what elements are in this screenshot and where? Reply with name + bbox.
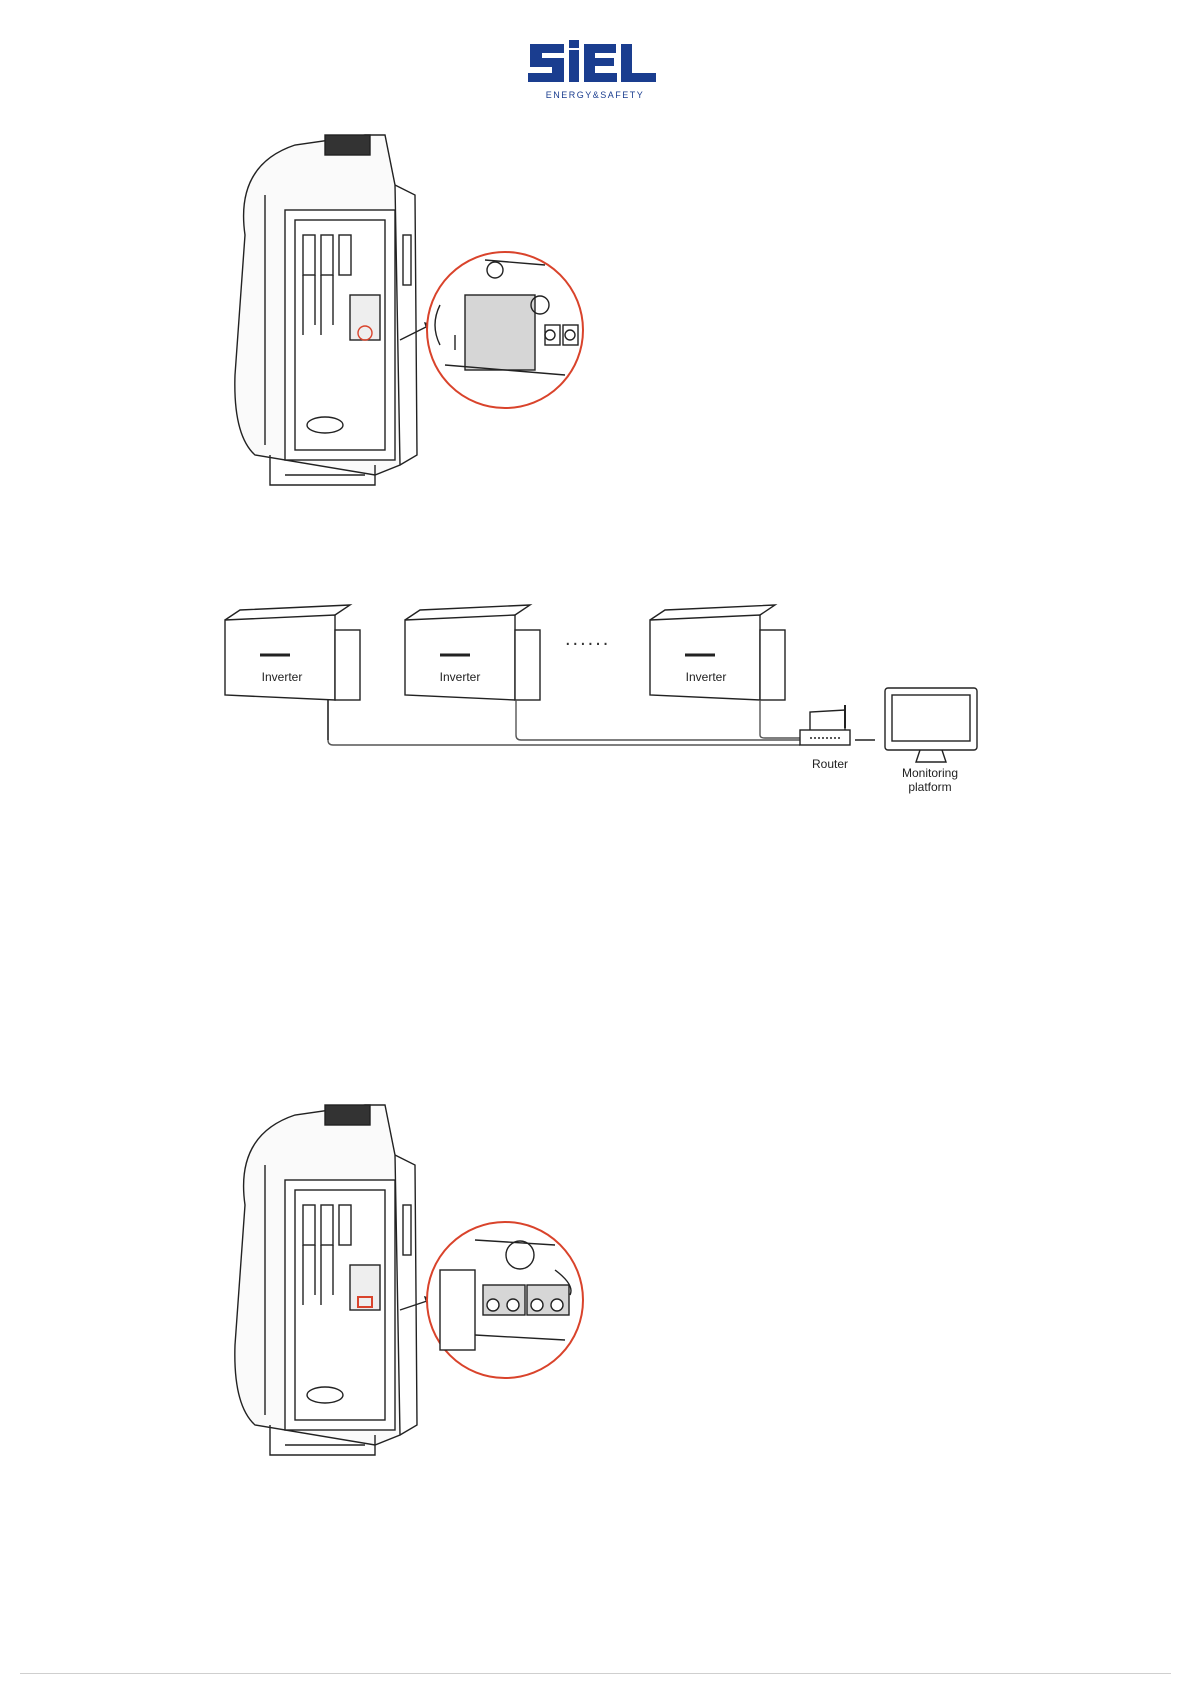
router-icon [800, 705, 850, 745]
monitor-icon [885, 688, 977, 762]
inverter-label-1: Inverter [242, 670, 322, 684]
network-topology-diagram: Inverter Inverter Inverter ...... Router… [220, 600, 1100, 860]
inverter-label-3: Inverter [666, 670, 746, 684]
router-label: Router [800, 757, 860, 771]
monitor-label: Monitoring platform [880, 766, 980, 794]
inverter-1-icon [225, 605, 360, 700]
logo-tagline: ENERGY&SAFETY [546, 90, 645, 100]
inverter-3-icon [650, 605, 785, 700]
inverter-figure-module-location [225, 125, 625, 545]
inverter-label-2: Inverter [420, 670, 500, 684]
monitor-label-line2: platform [880, 780, 980, 794]
ellipsis-label: ...... [565, 628, 610, 651]
inverter-figure-terminal-location [225, 1095, 625, 1515]
inverter-2-icon [405, 605, 540, 700]
company-logo: ENERGY&SAFETY [520, 36, 670, 106]
page-bottom-rule [20, 1673, 1171, 1674]
monitor-label-line1: Monitoring [880, 766, 980, 780]
